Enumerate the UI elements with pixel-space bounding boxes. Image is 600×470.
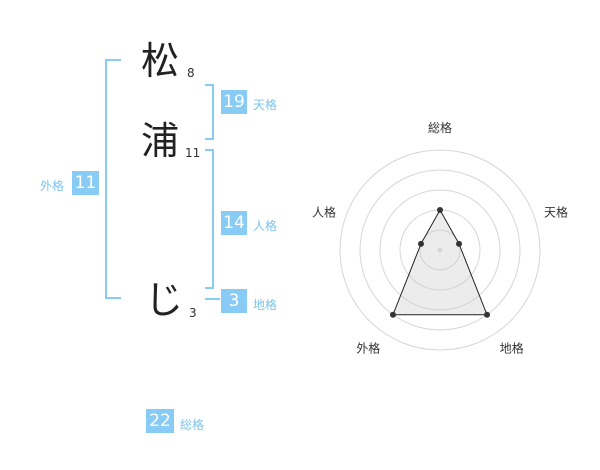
chikaku-label: 地格 <box>253 298 278 312</box>
radar-point <box>389 311 396 318</box>
radar-ring <box>379 189 501 311</box>
radar-point <box>484 311 491 318</box>
name-char-2: 浦 <box>141 119 180 163</box>
stroke-count-2: 11 <box>185 146 201 160</box>
soukaku-label: 総格 <box>180 418 205 432</box>
radar-point <box>437 207 443 213</box>
gaikaku-score-box: 11 <box>72 171 99 195</box>
gaikaku-bracket-top <box>105 59 121 61</box>
radar-polygon <box>392 208 488 316</box>
radar-axis-label: 総格 <box>428 120 452 135</box>
tenkaku-bracket-top <box>205 84 213 86</box>
radar-axis-label: 人格 <box>312 204 336 219</box>
name-char-1: 松 <box>141 39 180 83</box>
gaikaku-bracket-vertical <box>105 59 107 299</box>
radar-center <box>437 247 443 253</box>
stroke-count-1: 8 <box>187 66 195 80</box>
stroke-count-3: 3 <box>189 306 197 320</box>
radar-ring <box>339 149 541 351</box>
name-char-3: じ <box>145 278 184 322</box>
tenkaku-label: 天格 <box>253 98 278 112</box>
tenkaku-bracket-vertical <box>212 84 214 140</box>
jinkaku-bracket-top <box>205 149 213 151</box>
radar-axis-label: 外格 <box>356 341 380 356</box>
gaikaku-label: 外格 <box>40 179 65 193</box>
radar-ring <box>419 229 461 271</box>
radar-ring <box>359 169 521 331</box>
jinkaku-bracket-bottom <box>205 287 213 289</box>
soukaku-score-box: 22 <box>146 409 174 433</box>
tenkaku-score-box: 19 <box>221 90 247 114</box>
jinkaku-label: 人格 <box>253 219 278 233</box>
chikaku-score-box: 3 <box>221 289 247 313</box>
tenkaku-bracket-bottom <box>205 138 213 140</box>
radar-point <box>456 240 463 247</box>
radar-axis-label: 地格 <box>500 341 524 356</box>
gaikaku-bracket-bottom <box>105 297 121 299</box>
radar-point <box>417 240 424 247</box>
chikaku-connector <box>205 298 220 300</box>
jinkaku-bracket-vertical <box>212 149 214 289</box>
radar-axis-label: 天格 <box>544 204 568 219</box>
jinkaku-score-box: 14 <box>221 211 247 235</box>
